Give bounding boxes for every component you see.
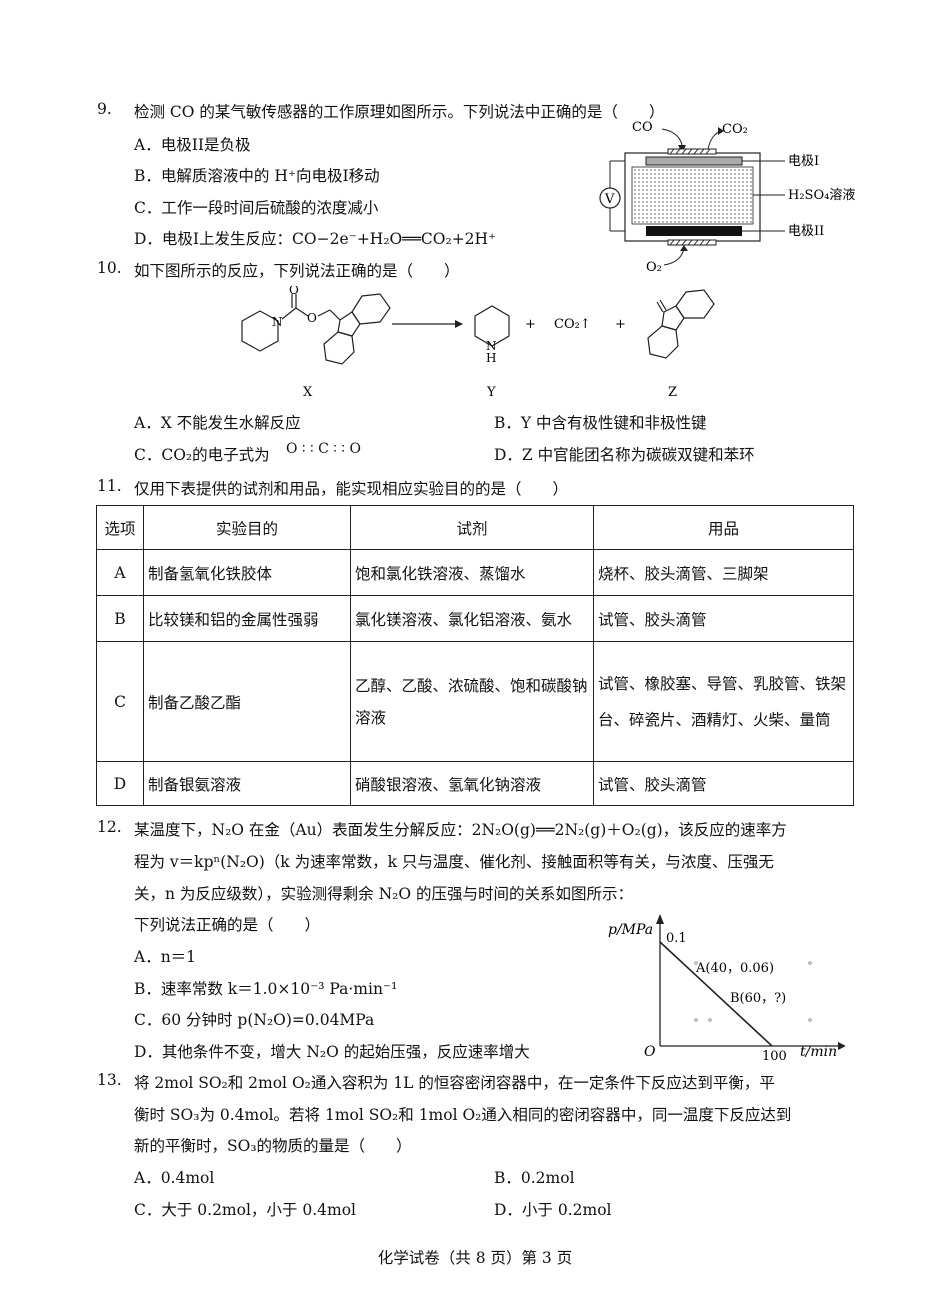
table-cell: 乙醇、乙酸、浓硫酸、饱和碳酸钠溶液 [350, 641, 594, 762]
q9-option-b: B．电解质溶液中的 H⁺向电极I移动 [134, 167, 380, 185]
table-cell: 氯化镁溶液、氯化铝溶液、氨水 [350, 595, 594, 642]
q11-number: 11. [97, 477, 122, 495]
page-footer: 化学试卷（共 8 页）第 3 页 [377, 1249, 573, 1267]
q9-electrode2-label: 电极II [788, 224, 824, 239]
table-cell: 硝酸银溶液、氢氧化钠溶液 [350, 761, 594, 806]
x-axis-arrow [838, 1042, 845, 1050]
table-row: A 制备氢氧化铁胶体 饱和氯化铁溶液、蒸馏水 烧杯、胶头滴管、三脚架 [96, 549, 854, 596]
plus-sign-1: + [525, 317, 536, 332]
q12-line3: 关，n 为反应级数），实验测得剩余 N₂O 的压强与时间的关系如图所示： [134, 885, 633, 903]
y-h-label: H [486, 351, 496, 365]
x-label: X [303, 385, 313, 400]
q9-solution-label: H₂SO₄溶液 [788, 188, 855, 203]
grid-dot [694, 1018, 698, 1022]
q10-co2-electron-formula: O ∶ ∶ C ∶ ∶ O [286, 441, 361, 457]
q12-pressure-time-graph: p/MPa t/min O 0.1 100 A(40，0.06) B(60，?) [608, 914, 845, 1062]
q12-line2: 程为 v＝kpⁿ(N₂O)（k 为速率常数，k 只与温度、催化剂、接触面积等有关… [134, 853, 774, 871]
q13-option-b: B．0.2mol [494, 1169, 575, 1187]
q10-option-a: A．X 不能发生水解反应 [134, 414, 301, 432]
q10-option-c: C．CO₂的电子式为 [134, 446, 270, 464]
x-n-label: N [272, 315, 283, 329]
pressure-line [659, 941, 773, 1047]
x-ester-o-label: O [307, 311, 317, 325]
q12-option-c: C．60 分钟时 p(N₂O)=0.04MPa [134, 1011, 375, 1029]
table-cell: 试管、胶头滴管 [593, 595, 854, 642]
grid-dot [708, 1018, 712, 1022]
table-row: D 制备银氨溶液 硝酸银溶液、氢氧化钠溶液 试管、胶头滴管 [96, 761, 854, 806]
table-header-cell: 试剂 [350, 505, 594, 550]
grid-dot [808, 1018, 812, 1022]
q11-table: 选项 实验目的 试剂 用品 A 制备氢氧化铁胶体 饱和氯化铁溶液、蒸馏水 烧杯、… [96, 505, 854, 806]
grid-dot [694, 961, 698, 965]
q13-line1: 将 2mol SO₂和 2mol O₂通入容积为 1L 的恒容密闭容器中，在一定… [134, 1074, 775, 1092]
q9-stem: 检测 CO 的某气敏传感器的工作原理如图所示。下列说法中正确的是（ ） [134, 103, 665, 121]
z-label: Z [668, 385, 677, 400]
q9-voltmeter-label: V [604, 192, 615, 207]
q13-line3: 新的平衡时，SO₃的物质的量是（ ） [134, 1137, 412, 1155]
table-cell: A [96, 549, 144, 596]
q9-sensor-diagram: CO CO₂ V [599, 120, 855, 275]
q13-option-d: D．小于 0.2mol [494, 1201, 612, 1219]
table-row: B 比较镁和铝的金属性强弱 氯化镁溶液、氯化铝溶液、氨水 试管、胶头滴管 [96, 595, 854, 642]
table-cell: 试管、橡胶塞、导管、乳胶管、铁架台、碎瓷片、酒精灯、火柴、量筒 [593, 641, 854, 762]
q11-stem: 仅用下表提供的试剂和用品，能实现相应实验目的的是（ ） [134, 480, 569, 498]
point-b-label: B(60，?) [730, 991, 786, 1006]
x-carbonyl-o-label: O [289, 286, 299, 297]
q9-o2-label: O₂ [646, 260, 662, 275]
y-label: Y [486, 385, 496, 400]
y-n-label: N [486, 339, 497, 353]
table-cell: D [96, 761, 144, 806]
table-header-cell: 用品 [593, 505, 854, 550]
q9-option-a: A．电极II是负极 [134, 136, 251, 154]
table-cell: 制备氢氧化铁胶体 [143, 549, 351, 596]
y-axis-label: p/MPa [608, 922, 653, 938]
table-cell: 制备乙酸乙酯 [143, 641, 351, 762]
x-end-tick-label: 100 [762, 1049, 787, 1062]
q12-line4: 下列说法正确的是（ ） [134, 916, 321, 934]
table-header-row: 选项 实验目的 试剂 用品 [96, 505, 854, 550]
q10-option-d: D．Z 中官能团名称为碳碳双键和苯环 [494, 446, 755, 464]
table-cell: 烧杯、胶头滴管、三脚架 [593, 549, 854, 596]
table-cell: C [96, 641, 144, 762]
table-cell: 制备银氨溶液 [143, 761, 351, 806]
voltmeter-icon [599, 187, 621, 209]
q9-electrode1-label: 电极I [788, 154, 819, 169]
q9-option-c: C．工作一段时间后硫酸的浓度减小 [134, 199, 379, 217]
table-cell: 试管、胶头滴管 [593, 761, 854, 806]
y-start-tick-label: 0.1 [666, 931, 687, 946]
q13-line2: 衡时 SO₃为 0.4mol。若将 1mol SO₂和 1mol O₂通入相同的… [134, 1106, 792, 1124]
grid-dot [808, 961, 812, 965]
q9-co2-label: CO₂ [722, 122, 748, 137]
origin-label: O [644, 1044, 656, 1060]
q13-number: 13. [97, 1071, 122, 1089]
q9-option-d: D．电极I上发生反应：CO−2e⁻+H₂O══CO₂+2H⁺ [134, 230, 497, 248]
y-axis-arrow [656, 914, 664, 924]
q13-option-c: C．大于 0.2mol，小于 0.4mol [134, 1201, 356, 1219]
q10-stem: 如下图所示的反应，下列说法正确的是（ ） [134, 262, 460, 280]
co2-product: CO₂↑ [554, 317, 591, 332]
q12-option-b: B．速率常数 k＝1.0×10⁻³ Pa·min⁻¹ [134, 980, 398, 998]
table-header-cell: 选项 [96, 505, 144, 550]
q10-option-b: B．Y 中含有极性键和非极性键 [494, 414, 707, 432]
table-cell: B [96, 595, 144, 642]
point-a-label: A(40，0.06) [695, 961, 774, 976]
table-row: C 制备乙酸乙酯 乙醇、乙酸、浓硫酸、饱和碳酸钠溶液 试管、橡胶塞、导管、乳胶管… [96, 641, 854, 762]
q9-number: 9. [97, 100, 112, 118]
q10-number: 10. [97, 259, 122, 277]
table-header-cell: 实验目的 [143, 505, 351, 550]
q12-option-d: D．其他条件不变，增大 N₂O 的起始压强，反应速率增大 [134, 1043, 530, 1061]
q13-option-a: A．0.4mol [134, 1169, 215, 1187]
table-cell: 比较镁和铝的金属性强弱 [143, 595, 351, 642]
x-axis-label: t/min [800, 1044, 837, 1060]
plus-sign-2: + [615, 317, 626, 332]
table-cell: 饱和氯化铁溶液、蒸馏水 [350, 549, 594, 596]
q12-option-a: A．n＝1 [134, 948, 197, 966]
q12-line1: 某温度下，N₂O 在金（Au）表面发生分解反应：2N₂O(g)══2N₂(g)＋… [134, 821, 787, 839]
q10-reaction-scheme: N O O X N H Y + CO₂↑ + Z [241, 286, 715, 400]
q9-co-label: CO [632, 120, 653, 135]
q12-number: 12. [97, 818, 122, 836]
